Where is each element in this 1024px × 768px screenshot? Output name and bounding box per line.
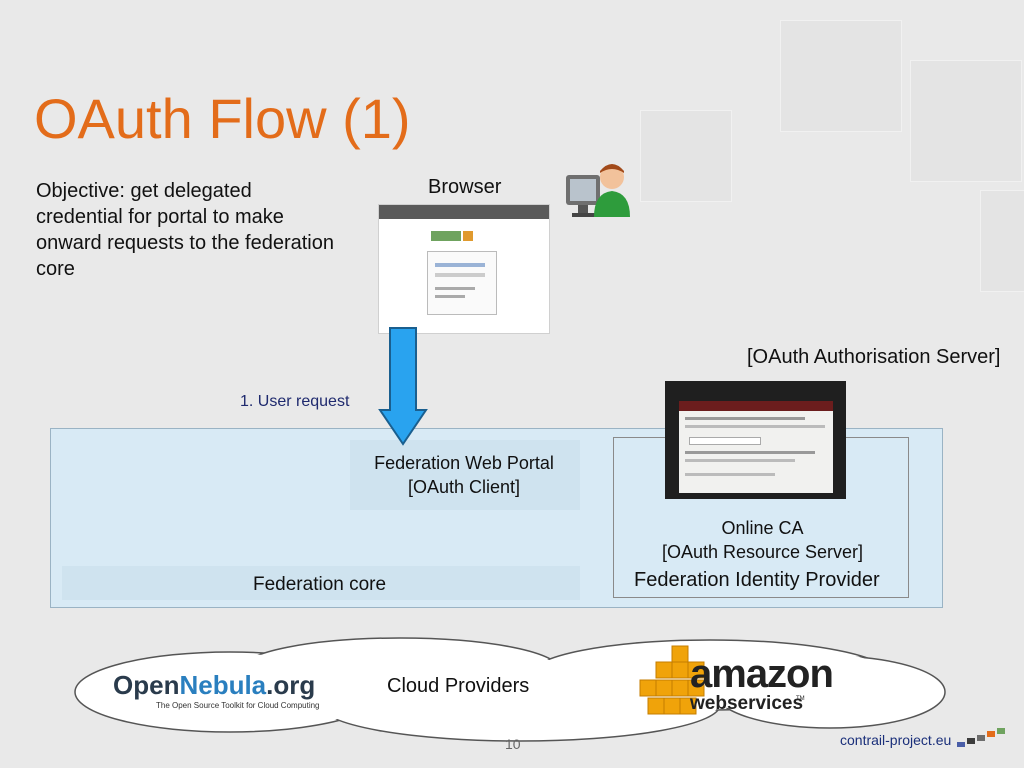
online-ca-line1: Online CA: [721, 518, 804, 538]
identity-provider-label: Federation Identity Provider: [634, 569, 880, 591]
slide-title: OAuth Flow (1): [34, 87, 411, 150]
objective-text: Objective: get delegated credential for …: [36, 180, 334, 280]
user-request-label: 1. User request: [240, 393, 350, 410]
online-ca-line2: [OAuth Resource Server]: [661, 542, 864, 562]
portal-box: [350, 440, 580, 510]
browser-label: Browser: [428, 176, 502, 198]
aws-sub-text: webservices: [690, 693, 804, 714]
aws-trademark: TM: [796, 696, 805, 702]
cloud-providers-label: Cloud Providers: [387, 675, 530, 697]
cloud-shape: [74, 637, 946, 742]
background-decoration: [780, 20, 902, 132]
federation-core-band: [62, 566, 580, 600]
contrail-logo-icon: [957, 728, 1005, 747]
portal-label-line2: [OAuth Client]: [407, 477, 521, 497]
background-decoration: [980, 190, 1024, 292]
page-number: 10: [505, 736, 521, 752]
browser-screenshot: [378, 204, 550, 334]
opennebula-logo: OpenNebula.org: [113, 670, 316, 700]
auth-server-screenshot: [665, 381, 846, 499]
aws-cubes-icon: [639, 645, 705, 715]
background-decoration: [910, 60, 1022, 182]
portal-label-line1: Federation Web Portal: [374, 453, 554, 473]
aws-logo-text: amazon: [690, 652, 834, 696]
federation-core-label: Federation core: [253, 574, 387, 595]
footer-url: contrail-project.eu: [840, 732, 952, 748]
opennebula-tagline: The Open Source Toolkit for Cloud Comput…: [156, 701, 320, 710]
user-computer-icon: [566, 164, 630, 217]
down-arrow-icon: [378, 327, 428, 446]
background-decoration: [640, 110, 732, 202]
auth-server-label: [OAuth Authorisation Server]: [747, 346, 1001, 368]
